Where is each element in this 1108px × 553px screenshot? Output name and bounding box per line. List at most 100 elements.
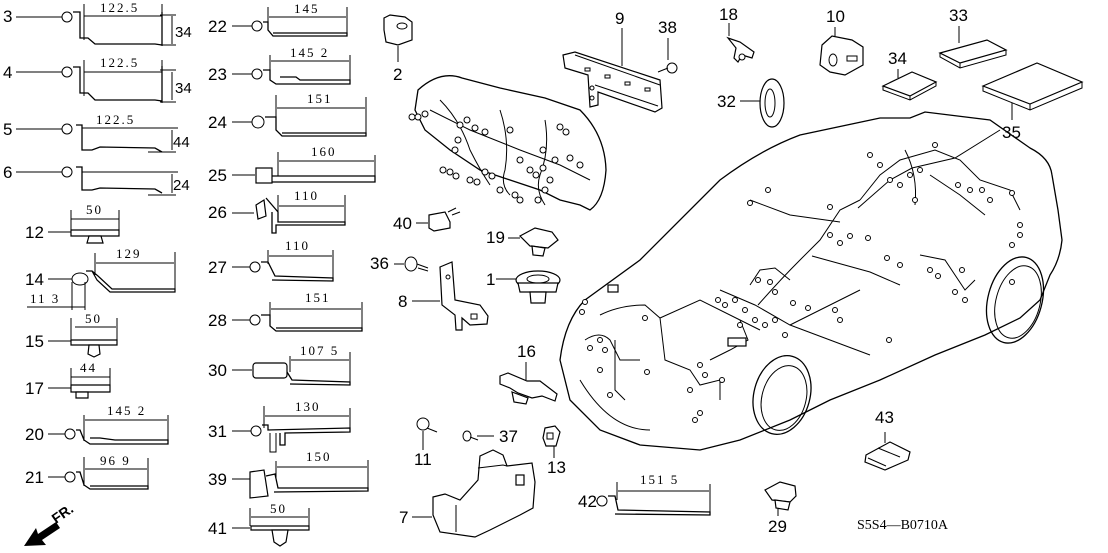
callout-12: 12 (25, 223, 44, 242)
callout-30: 30 (208, 361, 227, 380)
callout-33: 33 (949, 6, 968, 25)
dim-length-26: 110 (294, 188, 319, 203)
dim-length-17: 44 (80, 360, 97, 375)
part-34-pad[interactable]: 34 (881, 49, 938, 101)
part-10-grommet[interactable]: 10 (819, 7, 864, 76)
callout-24: 24 (208, 113, 227, 132)
callout-31: 31 (208, 422, 227, 441)
part-29-clip[interactable]: 29 (764, 481, 797, 536)
part-18-clip[interactable]: 18 (719, 5, 755, 63)
part-9-bracket[interactable]: 9 (562, 9, 663, 113)
part-20-band-clip[interactable]: 20 145 2 (25, 403, 169, 445)
dim-height-4: 34 (175, 80, 192, 97)
dim-length-5: 122.5 (96, 112, 135, 127)
part-24-band-clip[interactable]: 24 151 (208, 91, 367, 137)
callout-1: 1 (486, 270, 495, 289)
dashboard-connectors (408, 110, 584, 204)
callout-8: 8 (398, 292, 407, 311)
callout-3: 3 (3, 7, 12, 26)
part-13-clip[interactable]: 13 (542, 425, 566, 477)
part-32-grommet[interactable]: 32 (717, 78, 785, 128)
part-27-band-clip[interactable]: 27 110 (208, 238, 334, 282)
dim-height-3: 34 (175, 24, 192, 41)
callout-14: 14 (25, 270, 44, 289)
part-8-bracket[interactable]: 8 (398, 261, 489, 331)
front-direction-indicator: FR. (24, 500, 76, 546)
part-5-band-clip[interactable]: 5 122.5 44 (3, 112, 190, 153)
callout-28: 28 (208, 311, 227, 330)
part-7-cover[interactable]: 7 (399, 449, 536, 538)
callout-27: 27 (208, 258, 227, 277)
part-6-band-clip[interactable]: 6 24 (3, 163, 190, 196)
part-23-band-clip[interactable]: 23 145 2 (208, 45, 351, 85)
callout-6: 6 (3, 163, 12, 182)
callout-11: 11 (414, 450, 432, 469)
part-43-connector[interactable]: 43 (864, 408, 911, 471)
dim-length-41: 50 (270, 501, 287, 516)
callout-36: 36 (370, 254, 389, 273)
part-37-screw[interactable]: 37 (462, 427, 518, 446)
part-35-pad[interactable]: 35 (981, 62, 1084, 142)
callout-29: 29 (768, 517, 787, 536)
dim-length-31: 130 (295, 399, 321, 414)
part-1-grommet[interactable]: 1 (486, 270, 561, 304)
callout-5: 5 (3, 120, 12, 139)
part-42-band-clip[interactable]: 42 151 5 (578, 472, 711, 516)
part-21-band-clip[interactable]: 21 96 9 (25, 453, 149, 490)
dim-height-5: 44 (173, 134, 190, 151)
part-19-clip[interactable]: 19 (486, 227, 559, 257)
callout-16: 16 (517, 342, 536, 361)
dim-height-6: 24 (173, 177, 190, 194)
part-22-band-clip[interactable]: 22 145 (208, 1, 348, 37)
dim-length-22: 145 (294, 1, 320, 16)
part-11-clip[interactable]: 11 (414, 417, 438, 469)
dashboard-wire-harness[interactable] (408, 75, 607, 211)
dim-length-12: 50 (86, 202, 103, 217)
callout-38: 38 (658, 18, 677, 37)
dim-length-3: 122.5 (100, 0, 139, 15)
callout-22: 22 (208, 17, 227, 36)
callout-25: 25 (208, 166, 227, 185)
part-36-bolt[interactable]: 36 (370, 254, 429, 273)
dim-length-30: 107 5 (300, 343, 339, 358)
part-25-band-clip[interactable]: 25 160 (208, 144, 376, 185)
callout-39: 39 (208, 470, 227, 489)
dim-length-23: 145 2 (290, 45, 329, 60)
callout-13: 13 (547, 458, 566, 477)
part-41-edge-clip[interactable]: 41 50 (208, 501, 310, 547)
part-12-edge-clip[interactable]: 12 50 (25, 202, 120, 244)
callout-21: 21 (25, 468, 44, 487)
part-16-clip[interactable]: 16 (499, 342, 558, 405)
part-4-band-clip[interactable]: 4 122.5 34 (3, 55, 192, 103)
part-39-band-clip[interactable]: 39 150 (208, 449, 369, 499)
part-17-edge-clip[interactable]: 17 44 (25, 360, 111, 399)
vehicle-body-harness[interactable] (559, 111, 1063, 451)
callout-19: 19 (486, 228, 505, 247)
callout-42: 42 (578, 492, 597, 511)
junction-connector (727, 337, 747, 347)
body-harness-connectors (579, 142, 1023, 423)
part-30-band-clip[interactable]: 30 107 5 (208, 343, 351, 386)
part-3-band-clip[interactable]: 3 122.5 34 (3, 0, 192, 46)
callout-32: 32 (717, 92, 736, 111)
callout-35: 35 (1002, 123, 1021, 142)
part-38-bolt[interactable]: 38 (657, 18, 678, 74)
part-28-band-clip[interactable]: 28 151 (208, 290, 363, 332)
dim-length-42: 151 5 (640, 472, 679, 487)
callout-17: 17 (25, 379, 44, 398)
part-31-band-clip[interactable]: 31 130 (208, 399, 351, 453)
rear-wheel (985, 256, 1045, 344)
front-arrow-icon (24, 522, 60, 546)
part-26-band-clip[interactable]: 26 110 (208, 188, 346, 234)
callout-20: 20 (25, 425, 44, 444)
callout-34: 34 (888, 49, 907, 68)
part-33-pad[interactable]: 33 (938, 6, 1008, 69)
part-40-connector[interactable]: 40 (393, 207, 461, 233)
part-15-edge-clip[interactable]: 15 50 (25, 311, 118, 358)
dim-length-24: 151 (307, 91, 333, 106)
part-2-holder[interactable]: 2 (383, 14, 413, 84)
part-14-clip[interactable]: 14 129 11 3 (25, 246, 176, 310)
callout-41: 41 (208, 519, 227, 538)
dim-length-15: 50 (85, 311, 102, 326)
dim-length-21: 96 9 (100, 453, 131, 468)
